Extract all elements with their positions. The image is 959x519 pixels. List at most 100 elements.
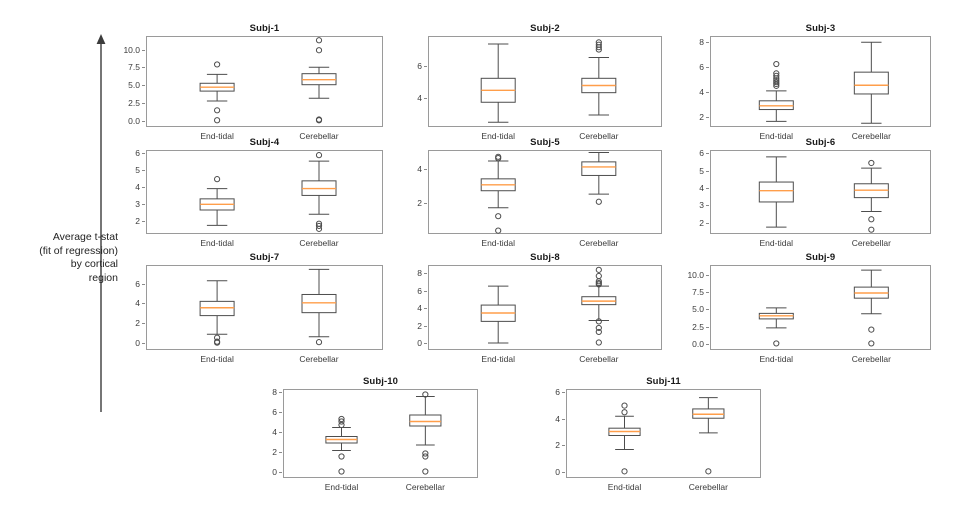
y-tick-label: 4 <box>699 87 710 97</box>
box-end-tidal <box>480 43 516 123</box>
subplot-title: Subj-7 <box>249 252 280 263</box>
box-end-tidal <box>758 307 794 347</box>
plot-frame <box>428 150 662 234</box>
y-tick-label: 5.0 <box>128 80 146 90</box>
subplot-title: Subj-10 <box>362 376 398 387</box>
box-end-tidal <box>199 61 235 124</box>
x-tick-label-cerebellar: Cerebellar <box>299 238 339 248</box>
box-cerebellar <box>581 39 617 116</box>
y-tick-label: 8 <box>272 387 283 397</box>
box-end-tidal <box>480 285 516 344</box>
y-tick-label: 0 <box>272 467 283 477</box>
x-tick-label-end-tidal: End-tidal <box>607 482 642 492</box>
y-tick-label: 0 <box>135 338 146 348</box>
box-end-tidal <box>325 415 358 475</box>
y-tick-label: 7.5 <box>692 287 710 297</box>
y-tick-label: 6 <box>699 62 710 72</box>
y-tick-label: 6 <box>135 148 146 158</box>
box-cerebellar <box>301 268 337 346</box>
y-tick-label: 4 <box>135 182 146 192</box>
box-cerebellar <box>853 159 889 233</box>
y-tick-label: 10.0 <box>687 270 710 280</box>
x-tick-label-end-tidal: End-tidal <box>481 131 515 141</box>
y-tick-label: 2 <box>417 198 428 208</box>
x-tick-label-end-tidal: End-tidal <box>481 238 515 248</box>
x-tick-label-cerebellar: Cerebellar <box>851 238 891 248</box>
box-cerebellar <box>409 391 442 475</box>
y-tick-label: 4 <box>417 164 428 174</box>
boxplot-layer <box>758 156 889 233</box>
y-tick-label: 4 <box>272 427 283 437</box>
y-axis-arrow <box>96 34 106 412</box>
y-tick-label: 0 <box>417 338 428 348</box>
y-tick-label: 2 <box>555 440 566 450</box>
x-tick-label-end-tidal: End-tidal <box>759 354 794 364</box>
y-tick-label: 6 <box>417 61 428 71</box>
boxplot-layer <box>758 269 889 347</box>
y-tick-label: 0.0 <box>128 116 146 126</box>
box-end-tidal <box>199 280 235 346</box>
y-tick-label: 4 <box>135 298 146 308</box>
subplot-title: Subj-6 <box>805 137 836 148</box>
boxplot-layer <box>480 39 617 123</box>
y-tick-label: 2 <box>417 321 428 331</box>
subplot-title: Subj-3 <box>805 23 836 34</box>
boxplot-layer <box>199 37 337 124</box>
boxplot-layer <box>199 268 337 346</box>
plot-frame <box>428 265 662 350</box>
y-tick-label: 8 <box>417 268 428 278</box>
x-tick-label-cerebellar: Cerebellar <box>299 131 339 141</box>
plot-frame <box>710 150 931 234</box>
boxplot-layer <box>758 41 889 124</box>
plot-frame <box>710 36 931 127</box>
subplot-title: Subj-8 <box>530 252 560 263</box>
subplot-title: Subj-1 <box>249 23 280 34</box>
subplot-title: Subj-9 <box>805 252 836 263</box>
y-tick-label: 6 <box>417 286 428 296</box>
x-tick-label-end-tidal: End-tidal <box>200 354 234 364</box>
box-end-tidal <box>199 176 235 226</box>
y-tick-label: 5 <box>699 166 710 176</box>
y-tick-label: 6 <box>272 407 283 417</box>
x-tick-label-end-tidal: End-tidal <box>200 131 234 141</box>
x-tick-label-end-tidal: End-tidal <box>324 482 359 492</box>
subplot-title: Subj-2 <box>530 23 560 34</box>
box-cerebellar <box>581 152 617 205</box>
x-tick-label-end-tidal: End-tidal <box>759 131 794 141</box>
plot-frame <box>566 389 761 478</box>
x-tick-label-end-tidal: End-tidal <box>759 238 794 248</box>
subplot-title: Subj-11 <box>646 376 681 387</box>
plot-frame <box>146 265 383 350</box>
y-tick-label: 3 <box>135 199 146 209</box>
y-axis-label: Average t-stat (fit of regression) by co… <box>39 231 118 284</box>
x-tick-label-cerebellar: Cerebellar <box>579 238 619 248</box>
x-tick-label-cerebellar: Cerebellar <box>851 131 891 141</box>
y-tick-label: 0 <box>555 467 566 477</box>
box-end-tidal <box>758 60 794 122</box>
x-tick-label-end-tidal: End-tidal <box>481 354 515 364</box>
y-tick-label: 8 <box>699 37 710 47</box>
y-tick-label: 3 <box>699 200 710 210</box>
box-end-tidal <box>758 156 794 228</box>
boxplot-layer <box>480 152 617 234</box>
box-end-tidal <box>608 402 641 475</box>
y-tick-label: 4 <box>699 183 710 193</box>
plot-frame <box>428 36 662 127</box>
x-tick-label-cerebellar: Cerebellar <box>579 354 619 364</box>
plot-frame <box>283 389 478 478</box>
y-tick-label: 7.5 <box>128 62 146 72</box>
x-tick-label-cerebellar: Cerebellar <box>688 482 728 492</box>
y-tick-label: 4 <box>417 93 428 103</box>
y-tick-label: 2 <box>135 216 146 226</box>
y-tick-label: 2 <box>135 318 146 328</box>
box-cerebellar <box>853 41 889 124</box>
